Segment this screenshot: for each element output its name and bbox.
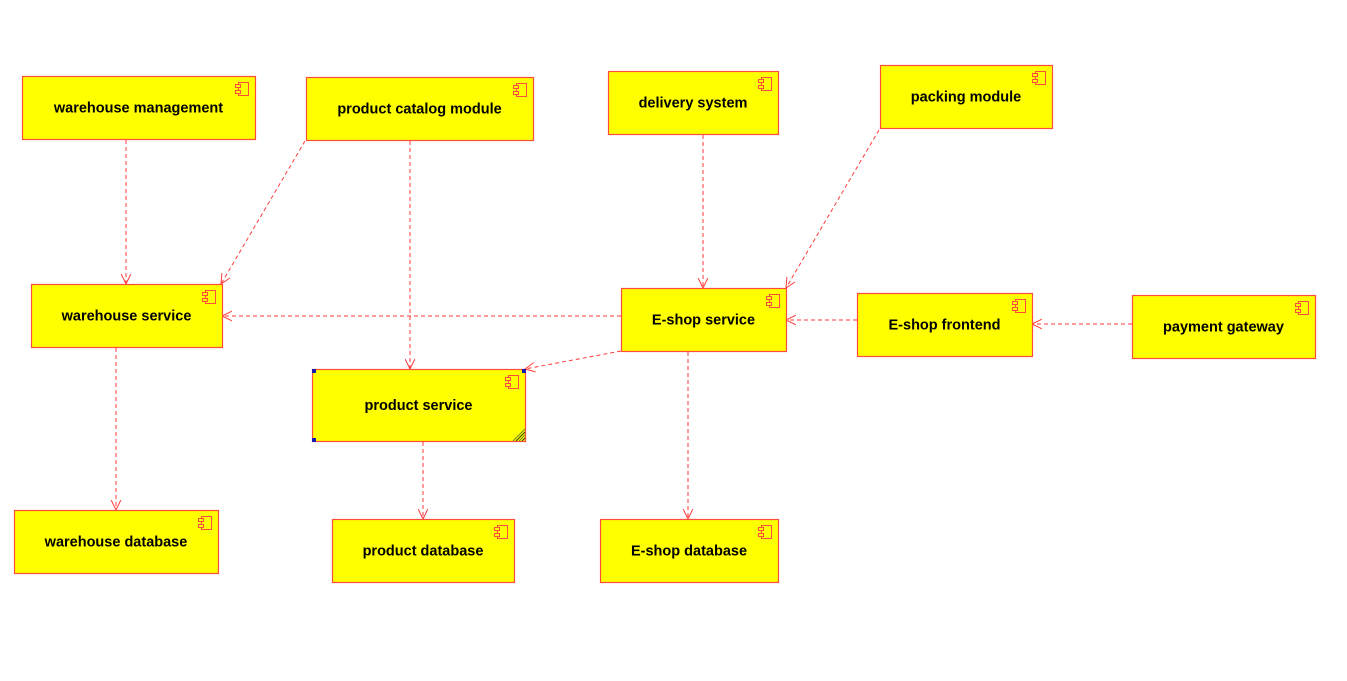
component-payment-gateway[interactable]: payment gateway xyxy=(1131,294,1317,360)
component-box xyxy=(305,76,535,142)
dependency-edge-product-catalog-module-to-warehouse-service[interactable] xyxy=(220,140,306,285)
component-label: delivery system xyxy=(639,96,748,112)
component-product-database[interactable]: product database xyxy=(331,518,516,584)
component-icon xyxy=(766,294,780,308)
dependency-edge-e-shop-service-to-e-shop-database[interactable] xyxy=(682,352,694,521)
component-label: packing module xyxy=(911,90,1021,106)
component-box xyxy=(13,509,220,575)
component-label: product database xyxy=(363,544,484,560)
dependency-edge-payment-gateway-to-e-shop-frontend[interactable] xyxy=(1030,318,1132,330)
component-icon xyxy=(1012,299,1026,313)
dependency-edge-e-shop-frontend-to-e-shop-service[interactable] xyxy=(784,314,857,326)
arrowhead xyxy=(523,362,536,373)
component-box xyxy=(1131,294,1317,360)
component-icon xyxy=(202,290,216,304)
component-icon xyxy=(235,82,249,96)
component-icon xyxy=(758,77,772,91)
component-box xyxy=(856,292,1034,358)
component-nodes: warehouse management product catalog modu… xyxy=(13,64,1317,584)
component-label: E-shop database xyxy=(631,544,747,560)
dependency-edge-warehouse-service-to-warehouse-database[interactable] xyxy=(110,348,122,512)
component-warehouse-service[interactable]: warehouse service xyxy=(30,283,224,349)
component-box xyxy=(331,518,516,584)
selection-handles[interactable] xyxy=(312,369,526,442)
component-label: warehouse management xyxy=(53,101,223,117)
component-warehouse-management[interactable]: warehouse management xyxy=(21,75,257,141)
component-e-shop-database[interactable]: E-shop database xyxy=(599,518,780,584)
component-icon xyxy=(505,375,519,389)
component-product-catalog-module[interactable]: product catalog module xyxy=(305,76,535,142)
dependency-edge-product-service-to-product-database[interactable] xyxy=(417,442,429,521)
component-box xyxy=(21,75,257,141)
component-icon xyxy=(758,525,772,539)
dependency-edges xyxy=(110,129,1132,521)
resize-grip-icon[interactable] xyxy=(512,428,526,442)
component-delivery-system[interactable]: delivery system xyxy=(607,70,780,136)
component-e-shop-frontend[interactable]: E-shop frontend xyxy=(856,292,1034,358)
component-label: payment gateway xyxy=(1163,320,1284,336)
dependency-edge-product-catalog-module-to-product-service[interactable] xyxy=(404,141,416,371)
component-label: warehouse database xyxy=(44,535,188,551)
component-box xyxy=(311,368,527,443)
dependency-edge-e-shop-service-to-product-service[interactable] xyxy=(523,350,622,373)
component-box xyxy=(599,518,780,584)
dependency-edge-e-shop-service-to-warehouse-service[interactable] xyxy=(220,310,621,322)
component-label: E-shop frontend xyxy=(889,318,1001,334)
component-icon xyxy=(1295,301,1309,315)
component-icon xyxy=(1032,71,1046,85)
component-icon xyxy=(513,83,527,97)
component-label: product catalog module xyxy=(337,102,501,118)
component-box xyxy=(30,283,224,349)
component-icon xyxy=(494,525,508,539)
component-packing-module[interactable]: packing module xyxy=(879,64,1054,130)
dependency-edge-warehouse-management-to-warehouse-service[interactable] xyxy=(120,140,132,286)
component-warehouse-database[interactable]: warehouse database xyxy=(13,509,220,575)
component-box xyxy=(620,287,788,353)
component-label: warehouse service xyxy=(61,309,192,325)
component-label: product service xyxy=(365,398,473,414)
dependency-edge-delivery-system-to-e-shop-service[interactable] xyxy=(697,135,709,290)
dependency-edge-packing-module-to-e-shop-service[interactable] xyxy=(785,129,880,289)
component-label: E-shop service xyxy=(652,313,755,329)
component-box xyxy=(879,64,1054,130)
component-e-shop-service[interactable]: E-shop service xyxy=(620,287,788,353)
arrowhead xyxy=(785,276,796,289)
component-product-service[interactable]: product service xyxy=(311,368,527,443)
component-box xyxy=(607,70,780,136)
component-icon xyxy=(198,516,212,530)
